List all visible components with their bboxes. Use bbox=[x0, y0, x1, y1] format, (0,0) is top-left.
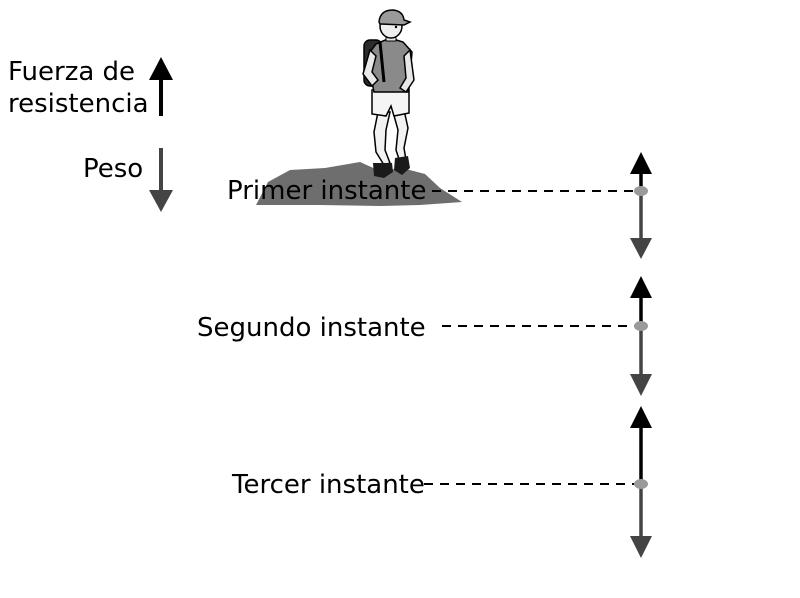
weight-arrow-2-icon bbox=[630, 326, 652, 396]
resistance-arrow-2-icon bbox=[630, 276, 652, 326]
point-2 bbox=[634, 321, 648, 331]
instant-label-1: Primer instante bbox=[227, 176, 426, 206]
legend-weight-label: Peso bbox=[83, 154, 143, 184]
legend: Fuerza de resistencia Peso bbox=[8, 57, 173, 212]
instant-1: Primer instante bbox=[227, 152, 652, 259]
point-1 bbox=[634, 186, 648, 196]
legend-resistance-label-line1: Fuerza de bbox=[8, 57, 135, 87]
resistance-arrow-1-icon bbox=[630, 152, 652, 191]
hiker-icon bbox=[362, 9, 415, 178]
point-3 bbox=[634, 479, 648, 489]
instant-label-3: Tercer instante bbox=[231, 470, 425, 500]
legend-weight-arrow-icon bbox=[149, 148, 173, 212]
instant-2: Segundo instante bbox=[197, 276, 652, 396]
instant-3: Tercer instante bbox=[231, 406, 652, 558]
legend-resistance-arrow-icon bbox=[149, 57, 173, 116]
weight-arrow-1-icon bbox=[630, 191, 652, 259]
resistance-arrow-3-icon bbox=[630, 406, 652, 484]
weight-arrow-3-icon bbox=[630, 484, 652, 558]
instant-label-2: Segundo instante bbox=[197, 313, 426, 343]
legend-resistance-label-line2: resistencia bbox=[8, 89, 149, 119]
rock-icon bbox=[256, 162, 462, 206]
